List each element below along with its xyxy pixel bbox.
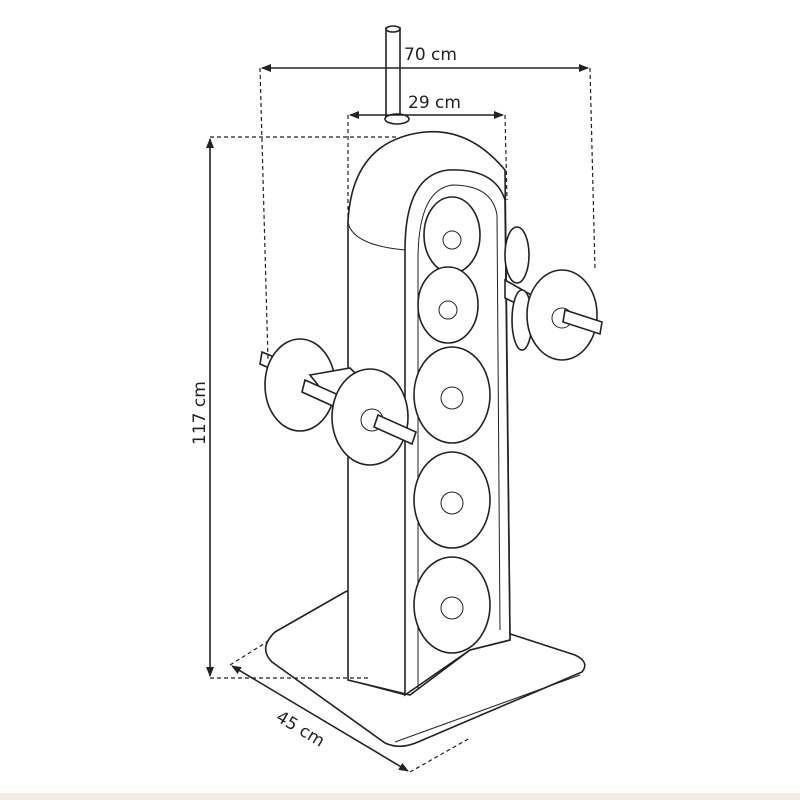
height-label: 117 cm (190, 381, 210, 445)
depth-label: 45 cm (272, 707, 328, 751)
depth-arrow (231, 665, 409, 772)
plate-4 (413, 451, 491, 549)
width-tower-label: 29 cm (408, 93, 461, 113)
top-rod (384, 25, 410, 125)
plate-3 (413, 346, 491, 444)
footer-strip (0, 793, 800, 800)
width-total-label: 70 cm (404, 45, 457, 65)
right-dumbbell (504, 226, 603, 361)
plate-2 (417, 266, 479, 344)
plate-1 (423, 196, 481, 274)
left-dumbbell (259, 338, 417, 466)
tower-plates (413, 196, 491, 654)
plate-5 (413, 556, 491, 654)
